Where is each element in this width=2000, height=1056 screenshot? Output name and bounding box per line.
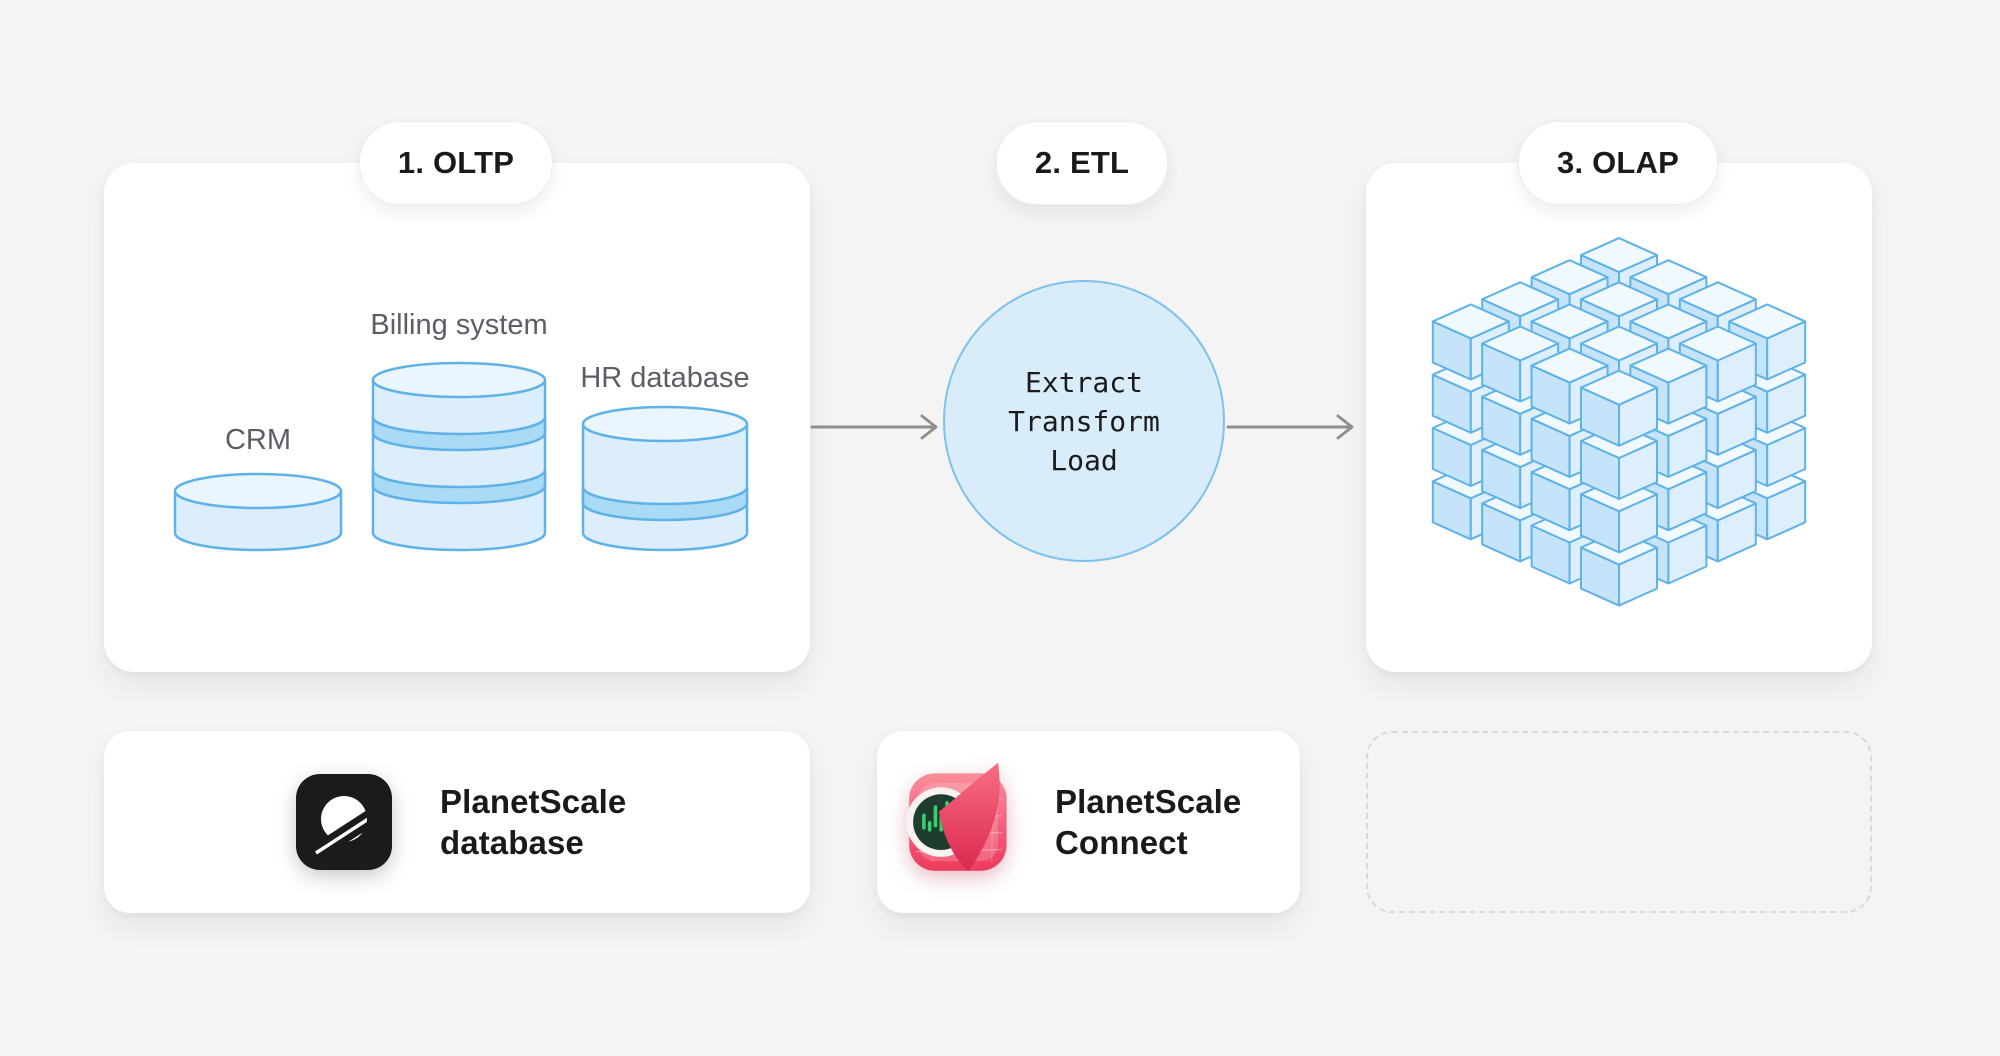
planetscale-database-card-content: PlanetScale database [104,731,810,913]
planetscale-connect-card-content: PlanetScale Connect [877,731,1300,913]
hr-database-label: HR database [580,362,750,394]
title-line: Connect [1055,824,1188,861]
planetscale-database-card: PlanetScale database [104,731,810,913]
pill-olap-label: 3. OLAP [1557,145,1679,180]
crm-label: CRM [224,424,292,456]
title-line: PlanetScale [1055,783,1242,820]
pill-olap: 3. OLAP [1518,121,1718,205]
planetscale-database-title: PlanetScale database [440,781,626,863]
pill-oltp: 1. OLTP [358,121,554,205]
etl-line-transform: Transform [1008,404,1160,438]
planetscale-connect-title: PlanetScale Connect [1055,781,1241,863]
pill-etl-label: 2. ETL [1034,145,1130,180]
planetscale-connect-card: PlanetScale Connect [877,731,1300,913]
planetscale-logo-icon [296,774,392,870]
etl-line-load: Load [1050,443,1118,477]
title-line: database [440,824,584,861]
arrow-etl-to-olap [1226,414,1354,440]
etl-line-extract: Extract [1024,365,1143,399]
fold-shape [938,762,1000,872]
pill-oltp-label: 1. OLTP [397,145,515,180]
pill-etl: 2. ETL [995,121,1169,205]
arrow-oltp-to-etl [810,414,938,440]
title-line: PlanetScale [440,783,627,820]
etl-circle: Extract Transform Load [943,280,1225,562]
oltp-card [104,163,810,672]
planetscale-connect-app-icon [906,762,1007,872]
billing-system-label: Billing system [370,309,548,341]
olap-card [1366,163,1872,672]
empty-placeholder-card [1366,731,1872,913]
